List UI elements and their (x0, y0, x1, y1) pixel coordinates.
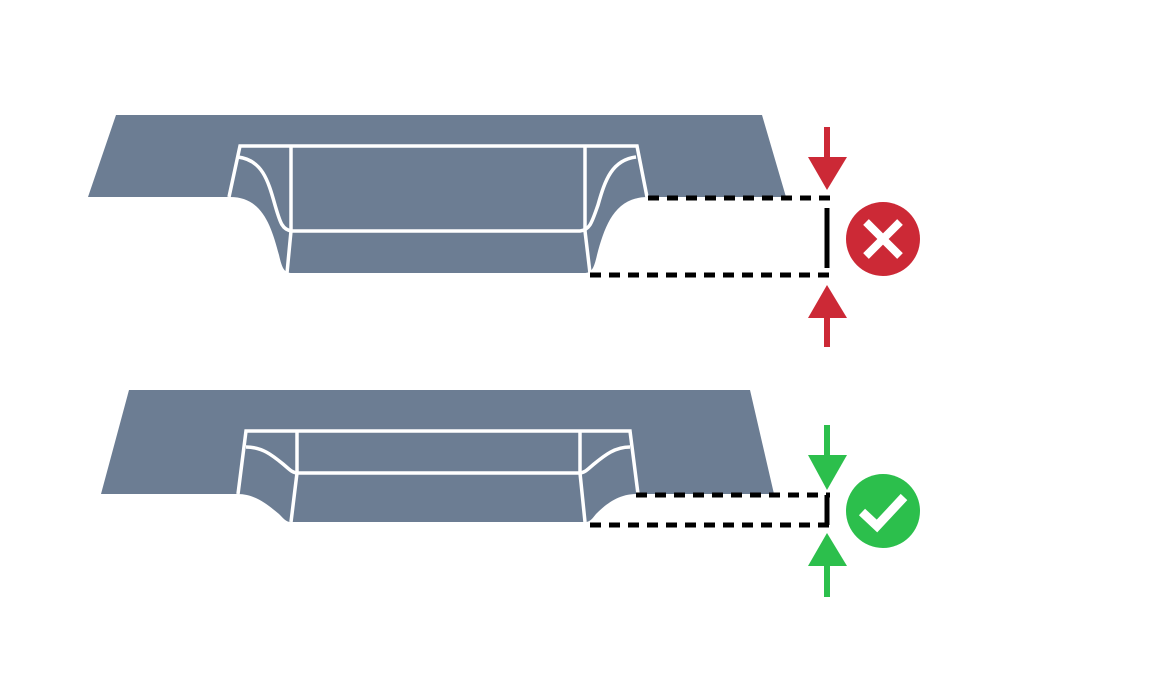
part-outline (227, 144, 649, 274)
correct-example (101, 390, 920, 597)
arrow-up-icon (808, 285, 847, 347)
part-profile (101, 390, 774, 522)
incorrect-example (88, 115, 920, 347)
check-circle-icon (846, 474, 920, 548)
part-outline (236, 429, 640, 523)
arrow-up-icon (808, 533, 847, 597)
x-circle-icon (846, 202, 920, 276)
arrow-down-icon (808, 425, 847, 490)
dimension-lines (590, 195, 830, 278)
part-profile (88, 115, 786, 273)
dimension-lines (590, 492, 830, 528)
arrow-down-icon (808, 127, 847, 190)
